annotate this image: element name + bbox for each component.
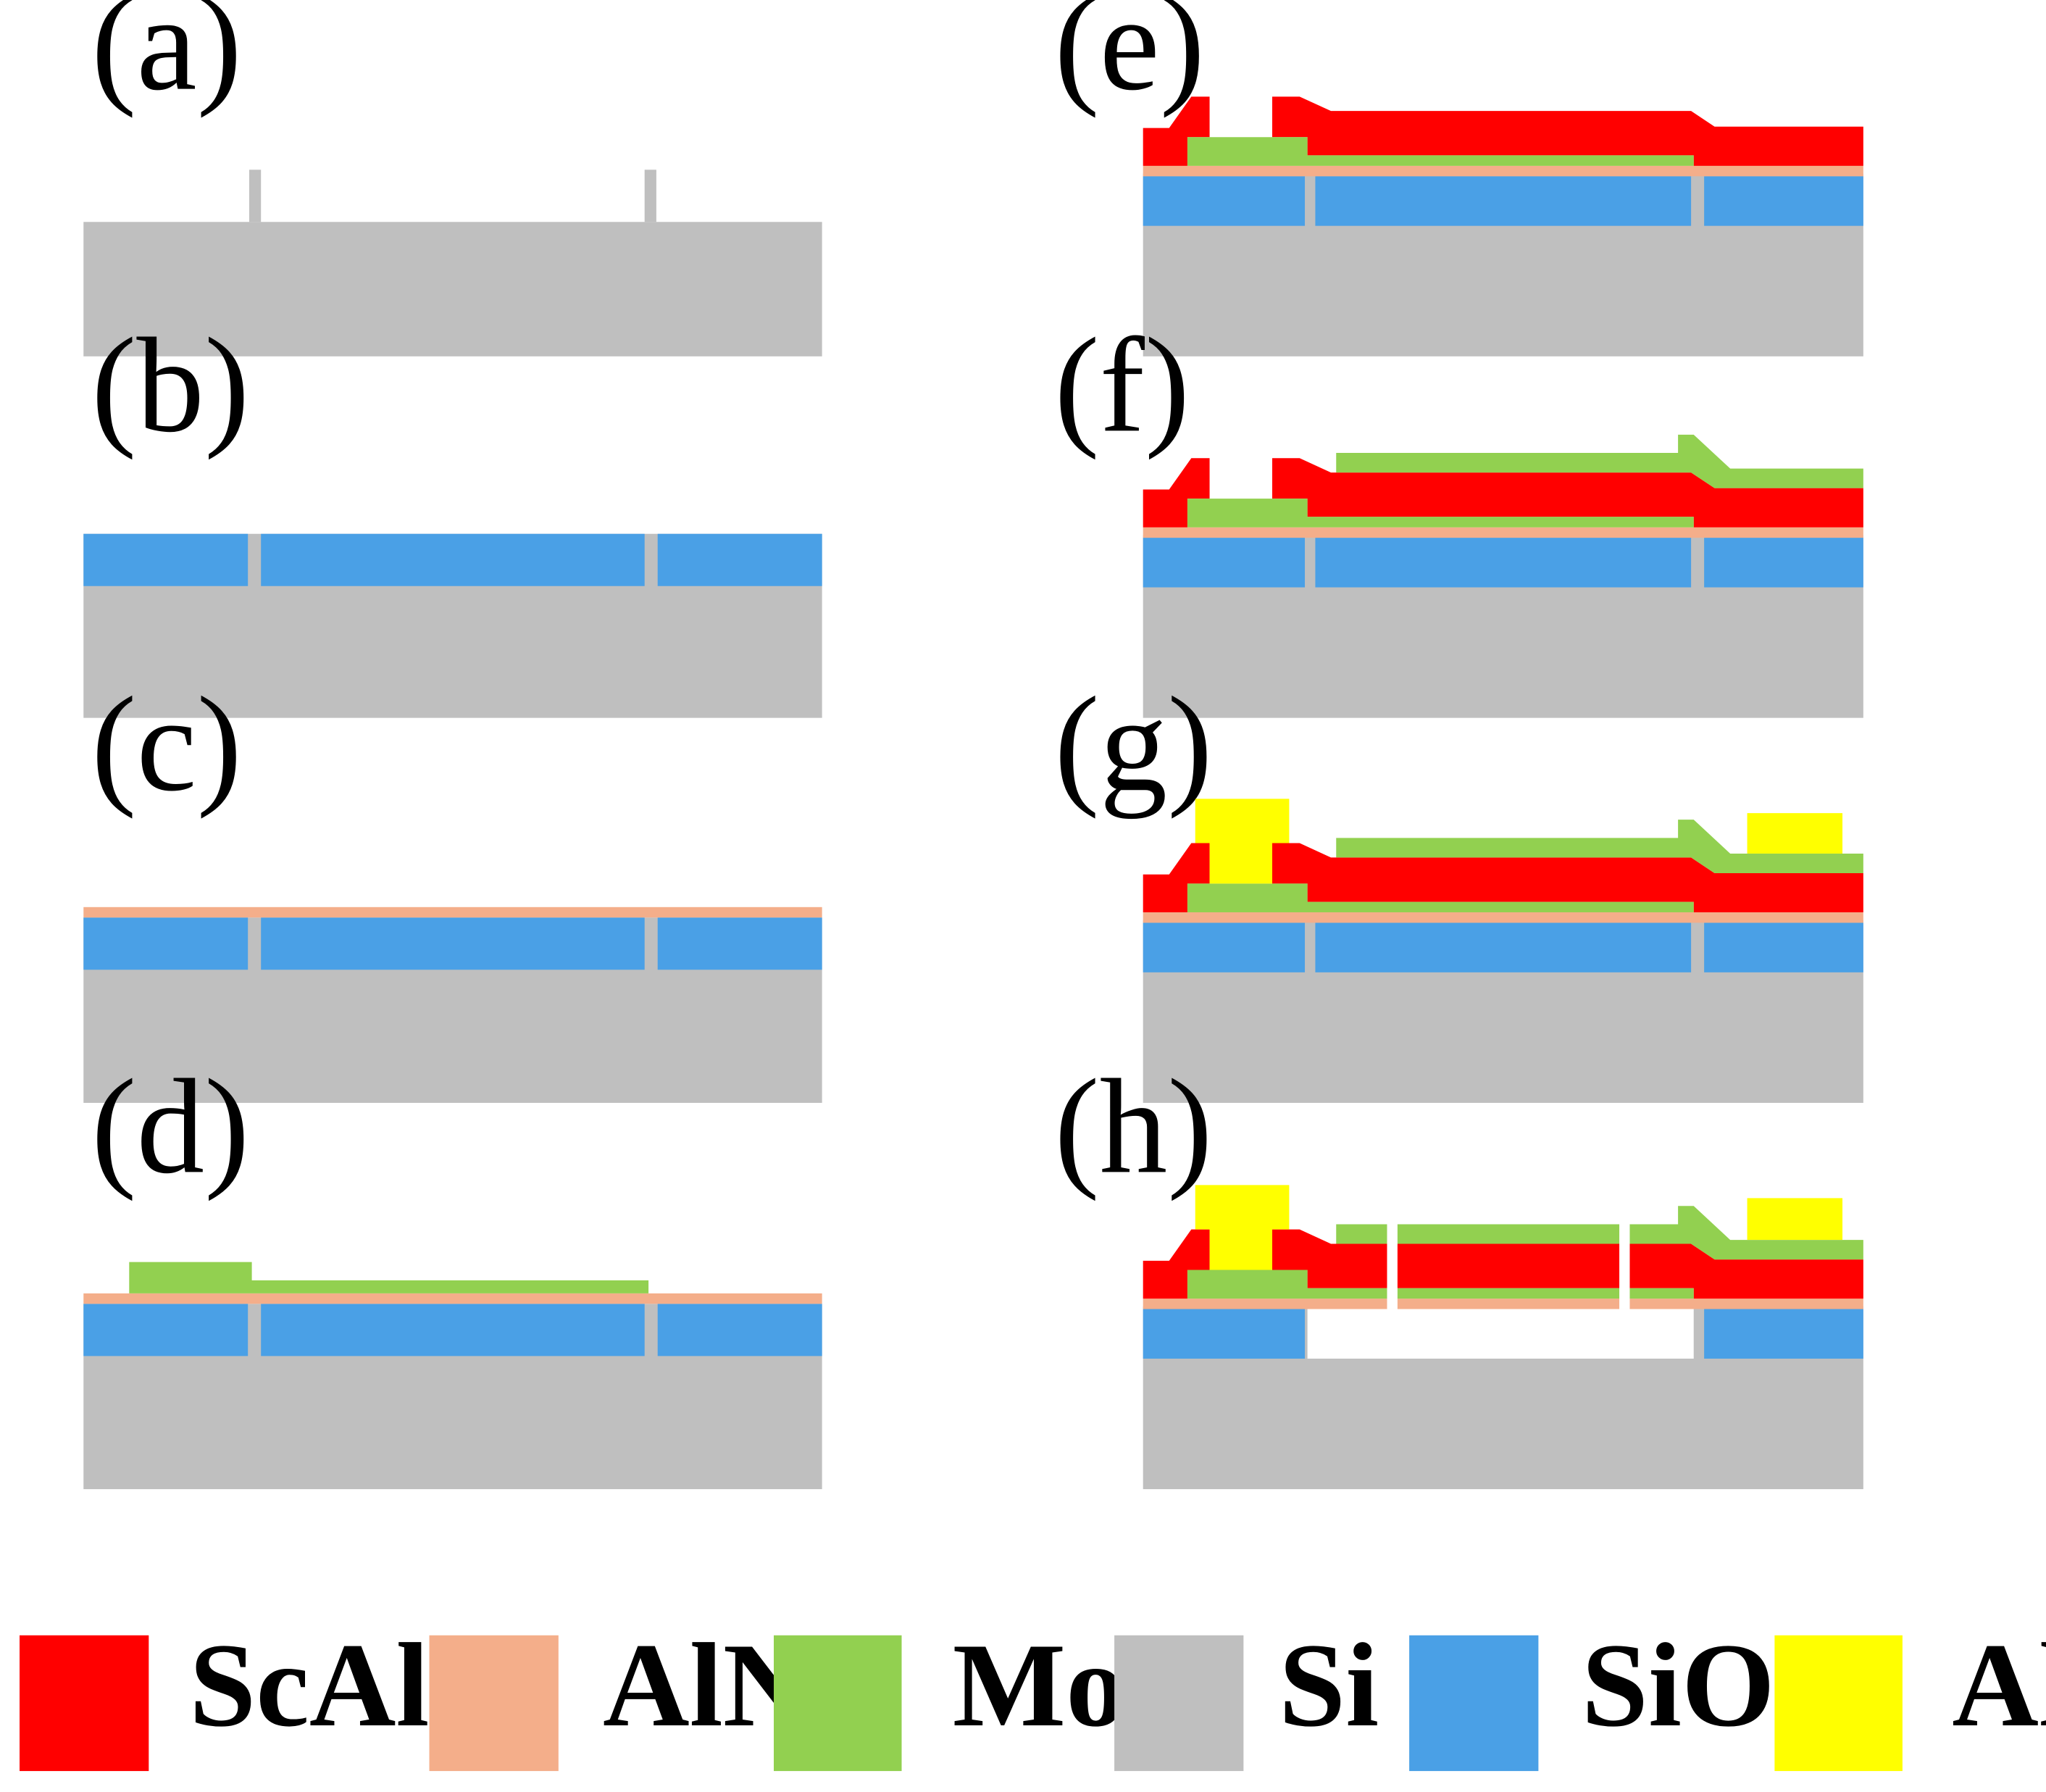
panel-g: (g): [1054, 669, 1863, 1103]
sio2-segment-right: [657, 533, 822, 586]
aln-seed-layer: [1143, 527, 1863, 538]
panel-a: (a): [83, 0, 822, 357]
legend-item-mo: Mo: [774, 1618, 1126, 1772]
sio2-segment-middle: [1315, 176, 1692, 226]
legend-label-al: Al: [1952, 1618, 2046, 1751]
sio2-segment-middle: [1315, 538, 1692, 588]
sio2-segment-right: [1704, 538, 1863, 588]
panel-e: (e): [1054, 0, 1863, 357]
mo-bottom-electrode: [1187, 1270, 1694, 1299]
panel-label-h: (h): [1054, 1051, 1212, 1201]
panel-label-f: (f): [1054, 309, 1190, 460]
sio2-segment-left: [1143, 1309, 1306, 1359]
sio2-segment-middle: [1315, 922, 1692, 972]
sio2-segment-left: [1143, 538, 1306, 588]
scaln-piezo-layer: [1143, 458, 1863, 528]
legend-swatch-sio2: [1409, 1635, 1539, 1772]
alignment-mark-left: [249, 170, 262, 222]
sio2-segment-middle: [261, 1304, 645, 1356]
aln-seed-layer: [83, 1293, 822, 1304]
sio2-segment-left: [83, 1304, 249, 1356]
legend-swatch-al: [1774, 1635, 1903, 1772]
panel-label-c: (c): [91, 669, 242, 820]
mo-bottom-electrode: [1187, 883, 1694, 913]
legend-item-si: Si: [1114, 1618, 1379, 1772]
panel-label-d: (d): [91, 1051, 249, 1201]
sio2-segment-right: [657, 1304, 822, 1356]
sio2-segment-right: [657, 917, 822, 970]
sio2-segment-left: [1143, 176, 1306, 226]
mo-bottom-electrode: [129, 1262, 649, 1293]
mo-bottom-electrode: [1187, 137, 1694, 166]
sio2-segment-right: [1704, 176, 1863, 226]
legend-swatch-si: [1114, 1635, 1244, 1772]
scaln-piezo-layer: [1143, 1229, 1863, 1299]
alignment-mark-right: [644, 170, 656, 222]
legend-label-mo: Mo: [953, 1618, 1126, 1751]
panel-d: (d): [83, 1051, 822, 1490]
legend-swatch-mo: [774, 1635, 902, 1772]
aln-seed-layer: [1143, 165, 1863, 177]
aln-seed-layer: [1143, 1299, 1863, 1309]
scaln-piezo-layer: [1143, 96, 1863, 166]
aln-seed-layer: [1143, 912, 1863, 923]
panel-c: (c): [83, 669, 822, 1103]
mo-top-electrode: [1336, 434, 1863, 488]
sio2-segment-right: [1704, 1309, 1863, 1359]
al-top-contact-pad: [1747, 1198, 1843, 1241]
legend-swatch-aln: [429, 1635, 559, 1772]
panel-label-e: (e): [1054, 0, 1205, 119]
aln-seed-layer: [83, 907, 822, 918]
scaln-piezo-layer: [1143, 843, 1863, 913]
panel-label-a: (a): [91, 0, 242, 119]
panel-b: (b): [83, 309, 822, 718]
mo-top-electrode: [1336, 1206, 1863, 1260]
al-bottom-contact-pad: [1195, 1185, 1290, 1270]
release-trench-left: [1387, 1214, 1398, 1309]
si-substrate: [83, 222, 822, 357]
mo-bottom-electrode: [1187, 499, 1694, 528]
panel-label-g: (g): [1054, 669, 1212, 820]
sio2-segment-middle: [261, 917, 645, 970]
sio2-segment-left: [83, 533, 249, 586]
release-trench-right: [1619, 1214, 1630, 1309]
sio2-segment-left: [83, 917, 249, 970]
legend-item-aln: AlN: [429, 1618, 809, 1772]
legend-item-sio2: SiO2: [1409, 1618, 1817, 1772]
legend-item-al: Al: [1774, 1618, 2046, 1772]
panel-label-b: (b): [91, 309, 249, 460]
al-top-contact-pad: [1747, 813, 1843, 854]
panel-h: (h): [1054, 1051, 1863, 1490]
panel-f: (f): [1054, 309, 1863, 718]
legend-label-si: Si: [1279, 1618, 1379, 1751]
sio2-segment-middle: [261, 533, 645, 586]
sio2-segment-left: [1143, 922, 1306, 972]
air-cavity: [1307, 1306, 1694, 1359]
mo-top-electrode: [1336, 820, 1863, 873]
al-bottom-contact-pad: [1195, 799, 1290, 884]
legend: ScAlN AlN Mo Si SiO2 Al: [20, 1618, 2046, 1772]
legend-swatch-scaln: [20, 1635, 149, 1772]
sio2-segment-right: [1704, 922, 1863, 972]
